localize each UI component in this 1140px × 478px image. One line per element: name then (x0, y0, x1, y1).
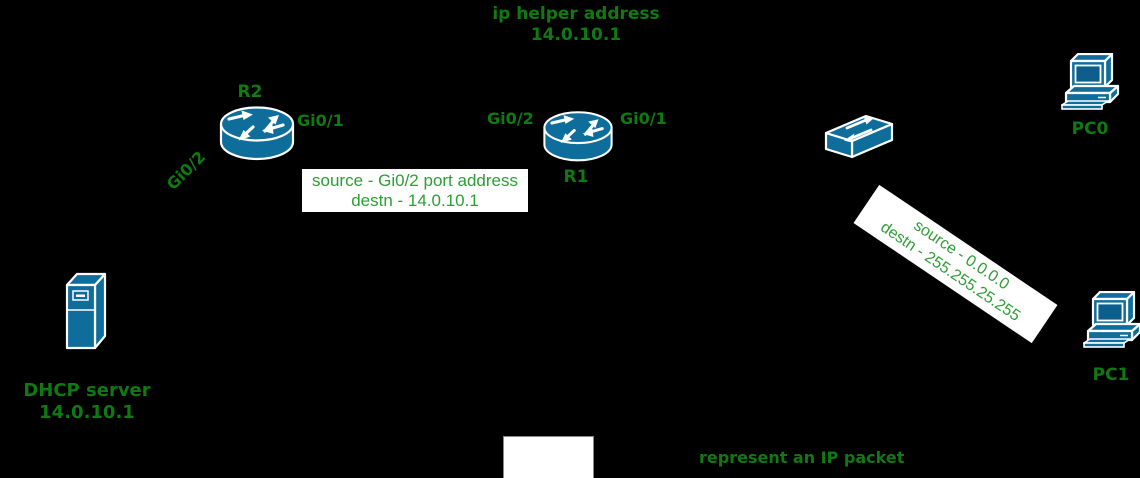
pc1[interactable] (1081, 290, 1140, 353)
packet-label-unicast-line1: source - Gi0/2 port address (312, 171, 518, 190)
legend-text: represent an IP packet (699, 448, 905, 467)
router-r2[interactable] (218, 104, 296, 168)
pc-icon (1081, 290, 1140, 348)
router-r1[interactable] (541, 109, 615, 169)
legend-packet-swatch (503, 436, 594, 478)
dhcp-server-ip: 14.0.10.1 (39, 402, 135, 423)
lan-switch[interactable] (822, 112, 898, 166)
r1-port-gi02-label: Gi0/2 (487, 109, 534, 128)
dhcp-server[interactable] (64, 271, 110, 355)
dhcp-server-label: DHCP server (23, 380, 151, 401)
r1-label: R1 (563, 167, 589, 187)
pc0-label: PC0 (1071, 119, 1109, 139)
r2-label: R2 (237, 82, 263, 102)
pc-icon (1059, 52, 1120, 110)
switch-icon (824, 114, 894, 159)
ip-helper-annotation-line1: ip helper address (492, 4, 660, 24)
ip-helper-annotation: ip helper address 14.0.10.1 (446, 4, 706, 46)
r1-port-gi01-label: Gi0/1 (620, 109, 667, 128)
packet-label-broadcast-line1: source - 0.0.0.0 (910, 217, 1013, 294)
packet-label-broadcast-line2: destn - 255.255.25.255 (877, 218, 1024, 325)
r2-port-gi02-label: Gi0/2 (162, 147, 210, 194)
dhcp-server-caption: DHCP server 14.0.10.1 (7, 380, 167, 424)
pc1-label: PC1 (1092, 365, 1130, 385)
server-tower-icon (65, 272, 107, 350)
r2-port-gi01-label: Gi0/1 (297, 111, 344, 130)
packet-label-broadcast: source - 0.0.0.0 destn - 255.255.25.255 (853, 184, 1058, 344)
pc0[interactable] (1059, 52, 1123, 115)
router-icon (543, 111, 613, 162)
ip-helper-annotation-line2: 14.0.10.1 (530, 25, 622, 45)
packet-label-unicast-line2: destn - 14.0.10.1 (351, 191, 479, 210)
packet-label-unicast: source - Gi0/2 port address destn - 14.0… (302, 169, 528, 212)
router-icon (219, 106, 295, 161)
